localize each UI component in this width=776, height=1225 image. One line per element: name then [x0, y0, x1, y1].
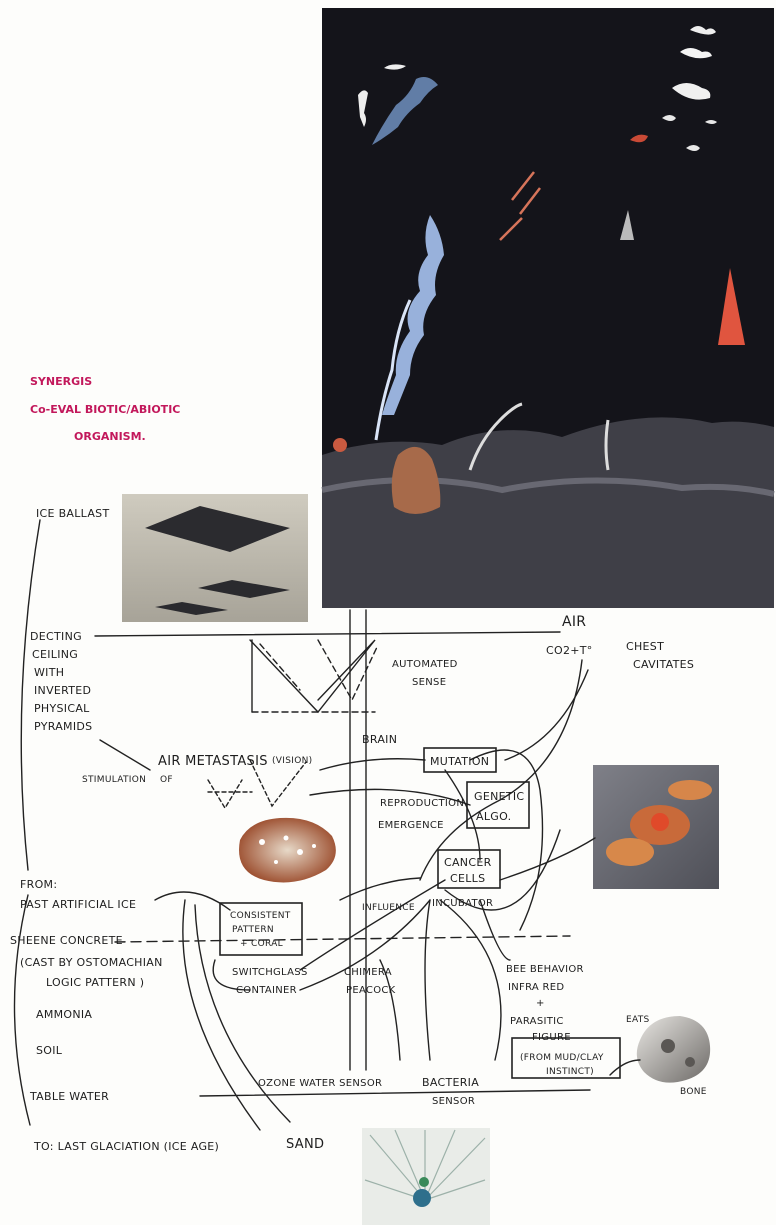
label-peacock: PEACOCK: [346, 985, 396, 996]
svg-text:SYNERGIS: SYNERGIS: [30, 375, 92, 388]
label-parasitic: PARASITIC: [510, 1016, 564, 1027]
label-cast-1: (CAST BY OSTOMACHIAN: [20, 956, 163, 969]
label-instinct: INSTINCT): [546, 1067, 594, 1077]
label-air: AIR: [562, 614, 586, 630]
surrealist-painting-icon: [322, 8, 774, 608]
label-plus: +: [536, 998, 545, 1009]
label-mutation: MUTATION: [430, 755, 489, 768]
label-eats: EATS: [626, 1015, 650, 1025]
floating-squares-photo-icon: [122, 494, 308, 622]
label-bone: BONE: [680, 1087, 707, 1097]
label-cells: CELLS: [450, 872, 485, 885]
label-cavitates: CAVITATES: [633, 658, 694, 671]
label-influence: INFLUENCE: [362, 903, 415, 913]
label-vision: (VISION): [272, 756, 312, 766]
label-sensor: SENSOR: [432, 1096, 475, 1107]
label-co2: CO2+T°: [546, 644, 593, 657]
speckled-stone-icon: [239, 818, 336, 883]
label-glaciation: TO: LAST GLACIATION (ICE AGE): [33, 1140, 219, 1153]
label-algo: ALGO.: [476, 810, 511, 823]
label-chimera: CHIMERA: [344, 967, 392, 978]
synergis-note: SYNERGIS Co-EVAL BIOTIC/ABIOTIC ORGANISM…: [30, 375, 180, 443]
label-ceiling-4: INVERTED: [34, 684, 91, 697]
cancer-cells-micrograph-icon: [593, 765, 719, 889]
label-figure: FIGURE: [532, 1032, 571, 1043]
label-cast-2: LOGIC PATTERN ): [46, 976, 144, 989]
label-coral: + CORAL: [240, 939, 283, 949]
label-ceiling-2: CEILING: [32, 648, 78, 661]
label-ceiling-6: PYRAMIDS: [34, 720, 92, 733]
svg-text:Co-EVAL BIOTIC/ABIOTIC: Co-EVAL BIOTIC/ABIOTIC: [30, 403, 180, 416]
label-automated: AUTOMATED: [392, 659, 458, 670]
label-brain: BRAIN: [362, 733, 397, 746]
label-genetic: GENETIC: [474, 790, 524, 803]
label-ozone-sensor: OZONE WATER SENSOR: [258, 1078, 382, 1089]
label-stimulation: STIMULATION: [82, 775, 146, 785]
label-switchglass: SWITCHGLASS: [232, 967, 308, 978]
label-mud-clay: (FROM MUD/CLAY: [520, 1053, 604, 1063]
label-consistent: CONSISTENT: [230, 911, 291, 921]
label-incubator: INCUBATOR: [432, 898, 493, 909]
label-reproduction: REPRODUCTION: [380, 798, 464, 809]
label-from: FROM:: [20, 878, 57, 891]
label-infra-red: INFRA RED: [508, 982, 564, 993]
label-bee-behavior: BEE BEHAVIOR: [506, 964, 584, 975]
bone-sculpture-icon: [637, 1016, 710, 1083]
label-soil: SOIL: [36, 1044, 63, 1057]
label-sense: SENSE: [412, 677, 446, 688]
label-cancer: CANCER: [444, 856, 492, 869]
svg-text:ORGANISM.: ORGANISM.: [74, 430, 146, 443]
label-ammonia: AMMONIA: [36, 1008, 92, 1021]
label-table-water: TABLE WATER: [29, 1090, 109, 1103]
label-sand: SAND: [286, 1137, 324, 1152]
label-of: OF: [160, 775, 173, 785]
peacock-photo-icon: [362, 1128, 490, 1225]
label-ice-ballast: ICE BALLAST: [36, 507, 109, 520]
label-air-metastasis: AIR METASTASIS: [158, 754, 268, 769]
label-ceiling-3: WITH: [34, 666, 64, 679]
label-ceiling-5: PHYSICAL: [34, 702, 90, 715]
label-ceiling-1: DECTING: [30, 630, 82, 643]
label-emergence: EMERGENCE: [378, 820, 444, 831]
label-chest: CHEST: [626, 640, 664, 653]
label-concrete: SHEENE CONCRETE: [10, 934, 123, 947]
label-past-ice: PAST ARTIFICIAL ICE: [20, 898, 136, 911]
inverted-pyramids: [250, 640, 378, 712]
label-bacteria: BACTERIA: [422, 1076, 479, 1089]
label-container: CONTAINER: [236, 985, 297, 996]
label-pattern: PATTERN: [232, 925, 274, 935]
